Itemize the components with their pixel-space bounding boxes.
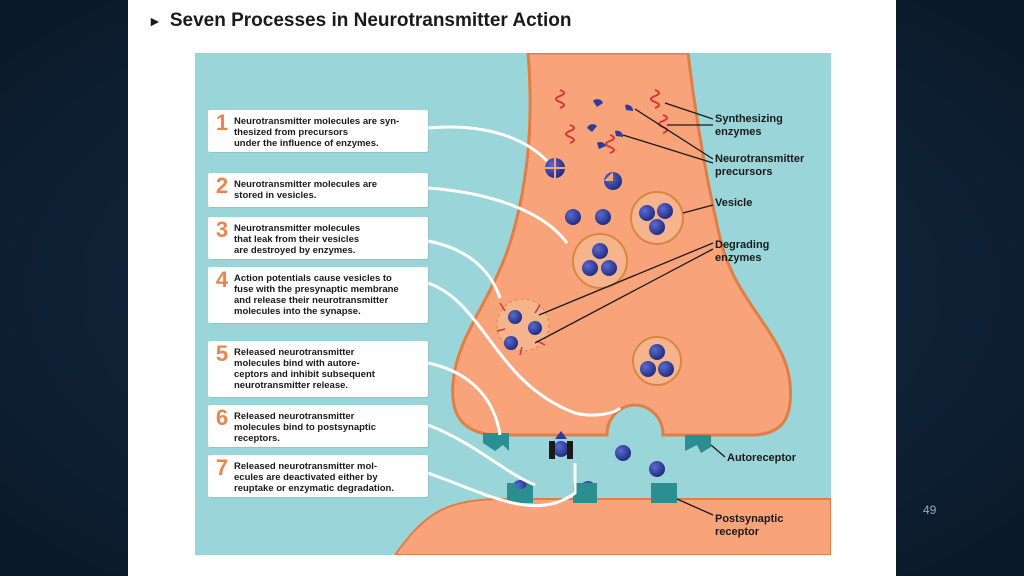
loose-molecules xyxy=(565,209,611,225)
label-postsynaptic-receptor: Postsynaptic receptor xyxy=(715,513,784,538)
label-autoreceptor: Autoreceptor xyxy=(727,452,797,464)
step-2: 2 Neurotransmitter molecules are stored … xyxy=(208,173,428,207)
step-number: 6 xyxy=(215,405,229,430)
label-synthesizing-enzymes: Synthesizing enzymes xyxy=(715,113,783,138)
slide-panel: ► Seven Processes in Neurotransmitter Ac… xyxy=(128,0,896,576)
step-number: 1 xyxy=(215,110,229,135)
step-number: 5 xyxy=(215,341,229,366)
blocked-autoreceptor xyxy=(549,431,573,459)
slide-title-text: Seven Processes in Neurotransmitter Acti… xyxy=(169,10,572,31)
step-4: 4 Action potentials cause vesicles to fu… xyxy=(208,267,428,323)
step-text: Released neurotransmitter molecules bind… xyxy=(234,411,376,444)
step-5: 5 Released neurotransmitter molecules bi… xyxy=(208,341,428,397)
neurotransmitter-diagram: 1 Neurotransmitter molecules are syn- th… xyxy=(195,53,831,555)
step-text: Action potentials cause vesicles to fuse… xyxy=(234,273,399,317)
vesicle-middle xyxy=(572,233,628,289)
label-neurotransmitter-precursors: Neurotransmitter precursors xyxy=(715,153,805,178)
step-7: 7 Released neurotransmitter mol- ecules … xyxy=(208,455,428,497)
label-degrading-enzymes: Degrading enzymes xyxy=(715,239,770,264)
triangle-bullet-icon: ► xyxy=(148,13,162,29)
step-text: Released neurotransmitter mol- ecules ar… xyxy=(234,461,394,494)
step-text: Neurotransmitter molecules are stored in… xyxy=(234,179,378,201)
synthesized-molecules xyxy=(545,158,622,190)
vesicle-lower xyxy=(632,336,682,386)
step-6: 6 Released neurotransmitter molecules bi… xyxy=(208,405,428,447)
step-number: 7 xyxy=(215,455,229,480)
step-number: 4 xyxy=(215,267,229,292)
step-text: Neurotransmitter molecules that leak fro… xyxy=(234,223,361,256)
neurotransmitter-precursors xyxy=(587,99,634,149)
label-vesicle: Vesicle xyxy=(715,197,753,209)
vesicle-upper xyxy=(630,191,684,245)
step-number: 3 xyxy=(215,217,229,242)
slide-title: ► Seven Processes in Neurotransmitter Ac… xyxy=(148,10,571,32)
diagram-artwork xyxy=(393,53,831,555)
postsynaptic-neuron xyxy=(393,498,831,555)
postsynaptic-receptors xyxy=(507,483,677,503)
step-text: Released neurotransmitter molecules bind… xyxy=(234,347,375,391)
label-leader-lines xyxy=(534,102,726,516)
synthesizing-enzymes xyxy=(555,89,668,154)
pointer-arrows xyxy=(427,125,622,508)
autoreceptors xyxy=(483,433,711,453)
page-number: 49 xyxy=(923,503,937,517)
step-3: 3 Neurotransmitter molecules that leak f… xyxy=(208,217,428,259)
step-1: 1 Neurotransmitter molecules are syn- th… xyxy=(208,110,428,152)
step-text: Neurotransmitter molecules are syn- thes… xyxy=(234,116,400,149)
degrading-enzyme-vesicle xyxy=(496,298,550,356)
step-number: 2 xyxy=(215,173,229,198)
